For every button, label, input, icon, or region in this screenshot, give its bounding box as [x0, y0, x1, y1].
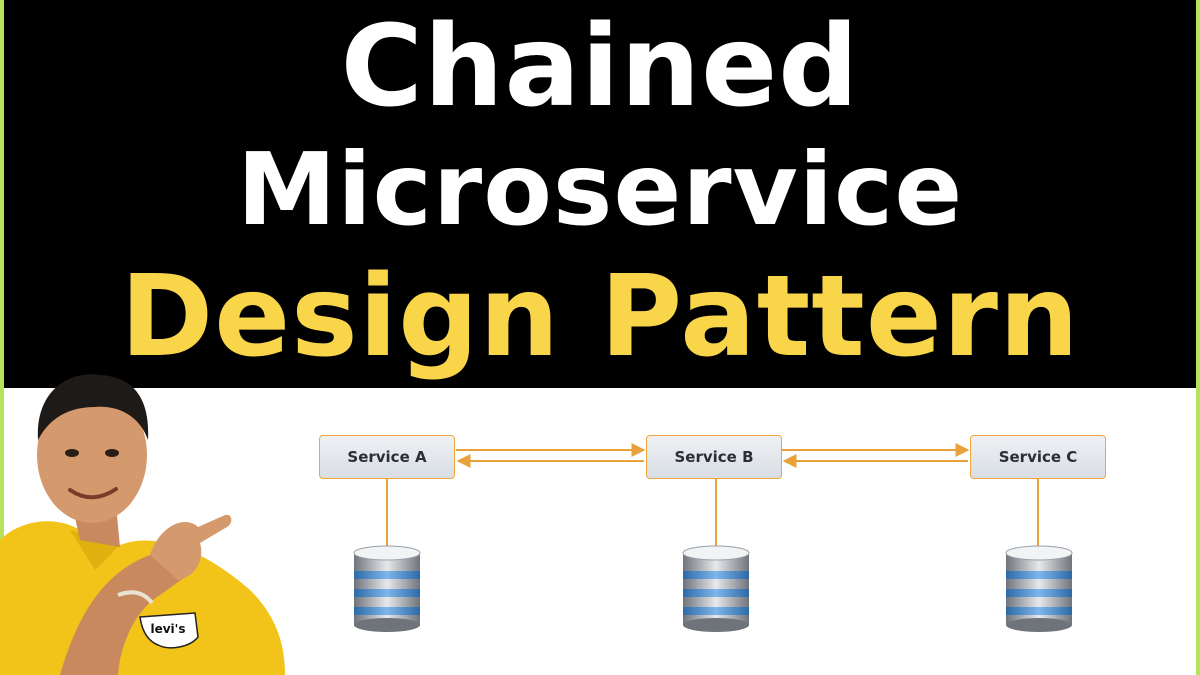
service-b-box: Service B: [646, 435, 782, 479]
presenter-image: levi's: [0, 374, 285, 675]
presenter-arm: [60, 545, 195, 675]
presenter-hand-pointing: [150, 514, 232, 580]
title-line-design-pattern: Design Pattern: [120, 252, 1080, 382]
left-edge-stripe: [0, 0, 4, 675]
presenter-hair: [37, 374, 149, 440]
presenter-bracelet: [117, 590, 154, 605]
database-icon: [1005, 545, 1073, 632]
service-c-label: Service C: [998, 448, 1078, 466]
title-banner: [0, 0, 1200, 388]
presenter-smile: [68, 487, 118, 500]
levis-logo: [139, 612, 199, 649]
service-a-label: Service A: [347, 448, 427, 466]
service-a-box: Service A: [319, 435, 455, 479]
presenter-eye-left: [65, 449, 79, 457]
right-edge-stripe: [1196, 0, 1200, 675]
presenter-eye-right: [105, 449, 119, 457]
service-c-box: Service C: [970, 435, 1106, 479]
title-line-microservice: Microservice: [236, 131, 964, 248]
database-icon: [682, 545, 750, 632]
levis-logo-text: levi's: [150, 622, 185, 636]
title-line-chained: Chained: [340, 2, 860, 132]
presenter-head: [37, 387, 147, 523]
service-b-label: Service B: [674, 448, 754, 466]
database-icon: [353, 545, 421, 632]
